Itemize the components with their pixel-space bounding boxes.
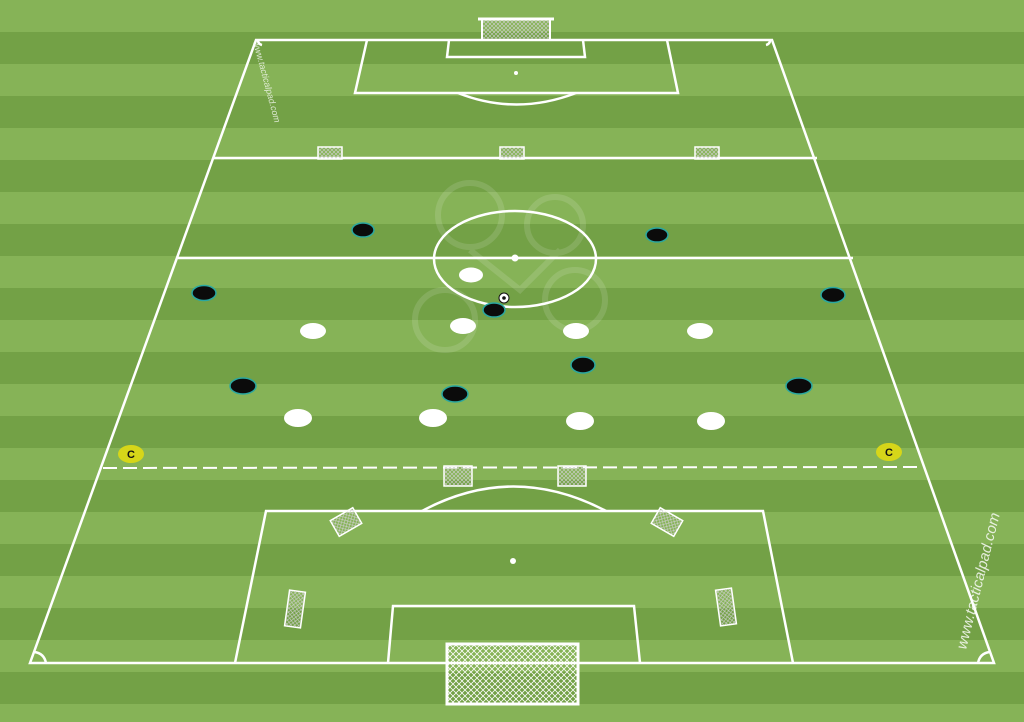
dark-player[interactable] xyxy=(645,227,669,243)
mini-goal-icon xyxy=(694,146,720,160)
dashed-zone-line xyxy=(102,466,922,469)
white-player[interactable] xyxy=(563,323,589,339)
bottom-goal-box xyxy=(386,604,642,664)
cone-label: C xyxy=(127,449,135,461)
dark-player[interactable] xyxy=(351,222,375,238)
grass-stripe xyxy=(0,352,1024,384)
corner-arc-tl xyxy=(256,39,263,47)
goal-net-icon xyxy=(445,642,580,706)
grass-stripe xyxy=(0,576,1024,608)
grass-stripe xyxy=(0,64,1024,96)
grass-stripe xyxy=(0,704,1024,722)
dark-team xyxy=(191,222,846,403)
top-penalty-arc xyxy=(457,91,577,106)
grass-stripe xyxy=(0,224,1024,256)
dark-player[interactable] xyxy=(785,377,813,395)
mini-goal-icon xyxy=(317,146,343,160)
grass-stripe xyxy=(0,288,1024,320)
bottom-penalty-arc xyxy=(421,485,607,513)
soccer-ball-icon[interactable] xyxy=(498,292,510,304)
center-circle xyxy=(432,209,598,309)
white-player[interactable] xyxy=(459,267,483,283)
mini-goal-icon xyxy=(557,465,587,487)
bottom-penalty-box xyxy=(233,509,795,664)
white-player[interactable] xyxy=(566,412,594,430)
dark-player[interactable] xyxy=(441,385,469,403)
corner-arc-bl xyxy=(33,650,48,664)
top-penalty-spot xyxy=(514,71,518,75)
top-penalty-box xyxy=(353,39,680,95)
white-player[interactable] xyxy=(450,318,476,334)
white-team xyxy=(284,267,725,430)
grass-stripe xyxy=(0,512,1024,544)
white-player[interactable] xyxy=(687,323,713,339)
white-player[interactable] xyxy=(697,412,725,430)
dark-player[interactable] xyxy=(570,356,596,374)
mini-goal-icon xyxy=(329,506,363,538)
bottom-penalty-spot xyxy=(510,558,516,564)
corner-arc-br xyxy=(976,650,991,664)
dark-player[interactable] xyxy=(482,302,506,318)
white-player[interactable] xyxy=(300,323,326,339)
dark-player[interactable] xyxy=(191,284,217,302)
mini-goal-icon xyxy=(714,587,738,627)
grass-stripe xyxy=(0,384,1024,416)
goal-net-icon xyxy=(478,17,554,41)
dark-player[interactable] xyxy=(820,286,846,304)
grass-stripe xyxy=(0,160,1024,192)
mini-goal-icon xyxy=(283,589,307,629)
top-goal-box xyxy=(445,39,587,59)
mini-goal-icon xyxy=(650,506,684,538)
grass-stripe xyxy=(0,608,1024,640)
mini-goal-icon xyxy=(499,146,525,160)
white-player[interactable] xyxy=(284,409,312,427)
center-spot xyxy=(511,254,519,262)
grass-stripe xyxy=(0,96,1024,128)
cone-label: C xyxy=(885,447,893,459)
grass-stripe xyxy=(0,480,1024,512)
touchline-boundary xyxy=(28,38,996,665)
grass-stripe xyxy=(0,192,1024,224)
cone-marker-icon[interactable]: C xyxy=(876,443,902,461)
cone-marker-icon[interactable]: C xyxy=(118,445,144,463)
grass-stripe xyxy=(0,448,1024,480)
mini-goal-icon xyxy=(443,465,473,487)
grass-stripe xyxy=(0,416,1024,448)
white-player[interactable] xyxy=(419,409,447,427)
corner-arc-tr xyxy=(765,39,772,47)
dark-player[interactable] xyxy=(229,377,257,395)
grass-stripe xyxy=(0,320,1024,352)
